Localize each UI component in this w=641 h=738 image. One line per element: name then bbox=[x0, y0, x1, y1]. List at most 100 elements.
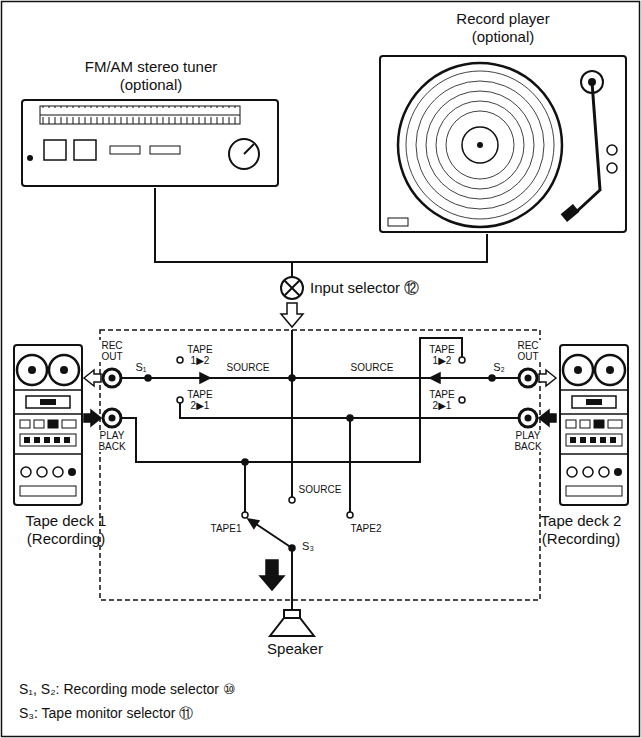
jack-label: REC OUT bbox=[96, 340, 128, 362]
jack-terminal bbox=[103, 409, 121, 427]
switch-position: TAPE 2▶1 bbox=[185, 389, 215, 411]
signal-wire bbox=[121, 330, 519, 610]
jack-terminal bbox=[103, 369, 121, 387]
switch-position: TAPE1 bbox=[210, 523, 243, 534]
jack-label: REC OUT bbox=[512, 340, 544, 362]
switch-contact bbox=[489, 375, 495, 381]
switch-position: TAPE 1▶2 bbox=[185, 344, 215, 366]
switch-position: TAPE 2▶1 bbox=[427, 389, 457, 411]
input-selector-symbol bbox=[281, 277, 303, 299]
amplifier-outline bbox=[100, 330, 540, 600]
legend-note: S₁, S₂: Recording mode selector ⑩ bbox=[18, 682, 236, 697]
signal-wire bbox=[121, 338, 462, 462]
record-player-illustration bbox=[426, 91, 534, 199]
tape-deck-illustration bbox=[560, 345, 628, 505]
tuner-illustration bbox=[229, 139, 259, 169]
input-selector-symbol bbox=[284, 280, 300, 296]
switch-name: S₁ bbox=[134, 361, 147, 373]
record-player-illustration bbox=[446, 111, 514, 179]
record-player-illustration bbox=[607, 145, 617, 155]
record-player-illustration bbox=[380, 56, 626, 232]
jack-terminal bbox=[103, 369, 537, 427]
record-player-illustration bbox=[436, 101, 524, 189]
tape-deck-illustration bbox=[14, 345, 628, 505]
node-label: Tape deck 1 (Recording) bbox=[7, 512, 125, 548]
switch-contact bbox=[289, 497, 295, 503]
jack-terminal bbox=[109, 415, 116, 422]
signal-direction-arrow bbox=[539, 410, 556, 426]
switch-contact bbox=[347, 512, 353, 518]
legend-note: S₃: Tape monitor selector ⑪ bbox=[18, 706, 194, 721]
input-selector: Input selector ⑫ bbox=[280, 277, 446, 301]
jack-terminal bbox=[519, 409, 537, 427]
node-label: FM/AM stereo tuner (optional) bbox=[66, 58, 236, 94]
switch-name: S₃ bbox=[301, 540, 315, 552]
signal-direction-arrow bbox=[539, 370, 556, 386]
signal-wire bbox=[349, 418, 351, 512]
switch-contact bbox=[459, 357, 465, 363]
switch-name: S₂ bbox=[492, 361, 506, 373]
speaker-symbol bbox=[270, 618, 314, 636]
tuner-illustration bbox=[27, 155, 33, 161]
record-player-illustration bbox=[607, 163, 617, 173]
node-label: Record player (optional) bbox=[433, 10, 573, 46]
switch-contact bbox=[242, 512, 248, 518]
switch-contact bbox=[177, 397, 183, 403]
switch-contact bbox=[177, 357, 183, 363]
input-selector-symbol bbox=[281, 303, 303, 327]
switch-position: SOURCE bbox=[298, 484, 343, 495]
record-player-illustration bbox=[388, 218, 408, 226]
signal-wire bbox=[256, 524, 292, 548]
record-player-illustration bbox=[561, 204, 580, 222]
speaker-symbol bbox=[284, 610, 300, 618]
jack-terminal bbox=[525, 415, 532, 422]
tuner-unit: FM/AM stereo tuner (optional) bbox=[20, 56, 282, 188]
tuner-illustration bbox=[40, 115, 240, 116]
tuner-illustration bbox=[150, 146, 180, 154]
jack-terminal bbox=[109, 375, 116, 382]
tuner-illustration bbox=[40, 106, 240, 124]
tuner-illustration bbox=[74, 140, 96, 160]
record-player-illustration bbox=[416, 81, 544, 209]
jack-terminal bbox=[525, 375, 532, 382]
switch-position: TAPE2 bbox=[350, 523, 383, 534]
signal-wire bbox=[492, 377, 519, 379]
switch-contact bbox=[289, 545, 295, 551]
switch-position: TAPE 1▶2 bbox=[427, 344, 457, 366]
node-label: Input selector ⑫ bbox=[310, 279, 446, 297]
signal-wire bbox=[210, 377, 430, 379]
record-player-illustration bbox=[380, 56, 626, 232]
signal-wire bbox=[148, 377, 201, 379]
switch-contact bbox=[145, 375, 151, 381]
tuner-illustration bbox=[244, 144, 254, 154]
signal-wire bbox=[121, 377, 148, 379]
switch-contact bbox=[145, 357, 495, 551]
connector-wire bbox=[155, 188, 292, 277]
switch-contact bbox=[430, 373, 440, 383]
tuner-illustration bbox=[44, 140, 66, 160]
record-player-illustration bbox=[462, 127, 498, 163]
node-label: Speaker bbox=[255, 640, 335, 658]
signal-wire bbox=[291, 548, 293, 610]
record-player-illustration bbox=[477, 142, 483, 148]
switch-contact bbox=[200, 373, 210, 383]
connector-wire bbox=[292, 234, 487, 277]
jack-label: PLAY BACK bbox=[94, 430, 130, 452]
tuner-illustration bbox=[22, 100, 278, 186]
signal-direction-arrow bbox=[84, 410, 101, 426]
speaker-symbol bbox=[270, 610, 314, 636]
input-selector-symbol bbox=[284, 280, 300, 296]
switch-position: SOURCE bbox=[226, 362, 271, 373]
tuner-illustration bbox=[110, 146, 140, 154]
node-label: Tape deck 2 (Recording) bbox=[522, 512, 640, 548]
speaker-unit: Speaker bbox=[252, 604, 338, 662]
signal-direction-arrow bbox=[260, 560, 284, 590]
signal-wire bbox=[439, 377, 492, 379]
switch-contact bbox=[289, 375, 295, 381]
switch-contact bbox=[459, 397, 465, 403]
switch-contact bbox=[242, 459, 248, 465]
jack-terminal bbox=[519, 369, 537, 387]
